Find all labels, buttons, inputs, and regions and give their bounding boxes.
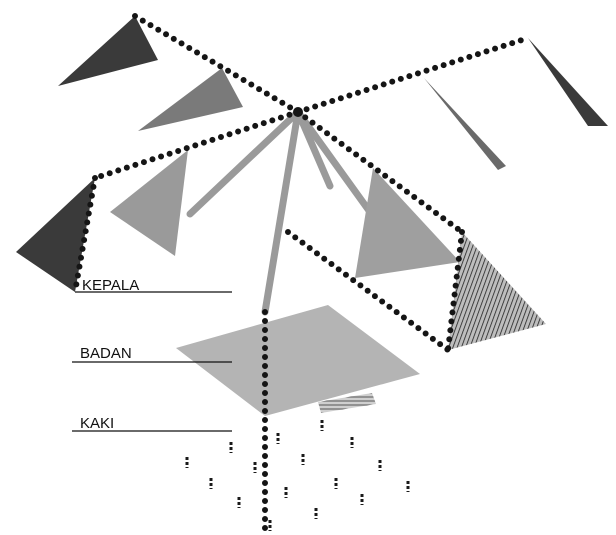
sail-right-upper-dark [528,38,608,126]
body-label: BADAN [80,345,132,362]
sail-right-mid-light [355,168,460,278]
sail-left-dark [16,178,95,292]
support-pole-right [298,112,370,212]
platform-plane [176,305,420,416]
platform [176,305,420,416]
hub-node [293,107,303,117]
feet-label: KAKI [80,415,114,432]
feet-posts [187,420,408,531]
sail-right-upper-thin [424,78,506,170]
sail-upper-mid [138,68,243,131]
sail-top-left-dark [58,16,158,86]
sails [16,16,608,350]
sail-left-light [110,150,188,256]
cable-top-right [298,38,528,112]
head-label: KEPALA [82,277,139,294]
